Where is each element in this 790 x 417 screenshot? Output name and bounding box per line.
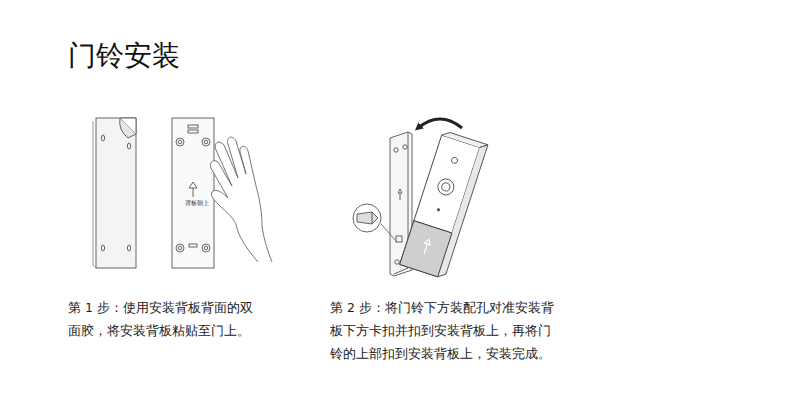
doorbell [400, 130, 488, 279]
title-block: 门铃安装 [68, 38, 180, 74]
step-caption: 第 2 步：将门铃下方装配孔对准安装背板下方卡扣并扣到安装背板上，再将门铃的上部… [330, 296, 562, 365]
step-caption-holder: 第 2 步：将门铃下方装配孔对准安装背板下方卡扣并扣到安装背板上，再将门铃的上部… [330, 296, 562, 365]
clip-detail [353, 204, 397, 242]
step-caption: 第 1 步：使用安装背板背面的双面胶，将安装背板粘贴至门上。 [68, 296, 264, 342]
rotate-arrow [418, 119, 462, 128]
backplate-front [172, 118, 214, 268]
step-caption-holder: 第 1 步：使用安装背板背面的双面胶，将安装背板粘贴至门上。 [68, 296, 264, 342]
plate-marking-holder: 背板朝上 [184, 200, 210, 207]
backplate-with-tape [93, 118, 136, 268]
plate-marking: 背板朝上 [184, 200, 210, 207]
page-title: 门铃安装 [68, 38, 180, 74]
hand [210, 137, 272, 262]
